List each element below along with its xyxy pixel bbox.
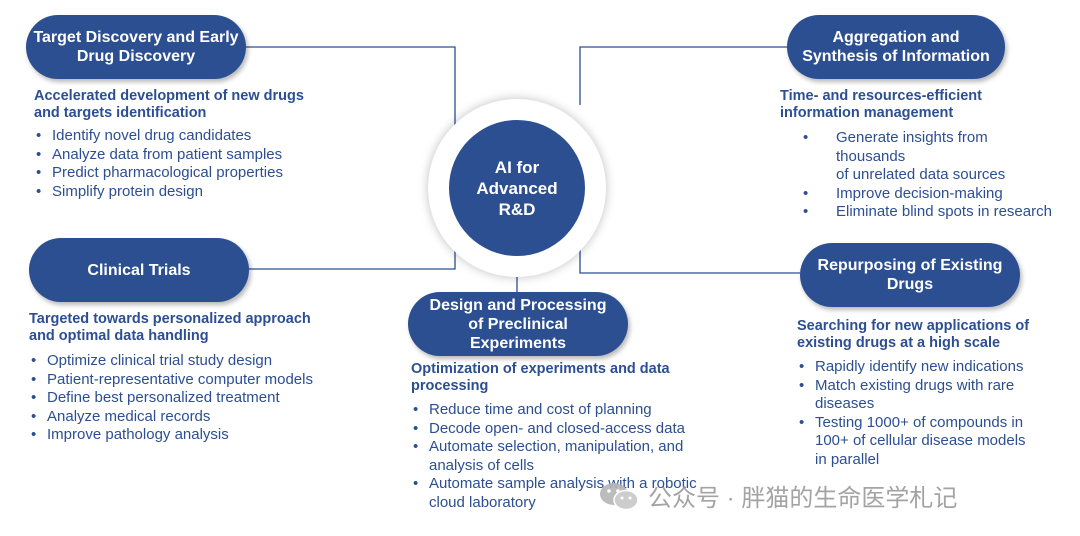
repurposing-list: Rapidly identify new indications Match e… bbox=[797, 358, 1067, 469]
repurposing-title: Repurposing of Existing Drugs bbox=[800, 243, 1020, 307]
target-discovery-title: Target Discovery and Early Drug Discover… bbox=[26, 15, 246, 79]
list-item: Improve decision-making bbox=[800, 185, 1070, 204]
list-item: Generate insights from thousands of unre… bbox=[800, 129, 1070, 185]
list-item: Define best personalized treatment bbox=[29, 389, 349, 408]
target-discovery-list: Identify novel drug candidates Analyze d… bbox=[34, 127, 334, 201]
connector-repurposing bbox=[579, 240, 800, 274]
aggregation-title: Aggregation and Synthesis of Information bbox=[787, 15, 1005, 79]
connector-clinical-trials bbox=[248, 232, 456, 270]
list-item: Analyze medical records bbox=[29, 408, 349, 427]
preclinical-title: Design and Processing of Preclinical Exp… bbox=[408, 292, 628, 356]
list-item: Simplify protein design bbox=[34, 183, 334, 202]
watermark-text: 公众号 · 胖猫的生命医学札记 bbox=[648, 485, 958, 512]
repurposing-subtitle: Searching for new applications of existi… bbox=[797, 318, 1030, 351]
list-item: Optimize clinical trial study design bbox=[29, 352, 349, 371]
list-item: Testing 1000+ of compounds in 100+ of ce… bbox=[797, 414, 1067, 470]
clinical-trials-subtitle: Targeted towards personalized approach a… bbox=[29, 311, 311, 344]
list-item: Automate selection, manipulation, and an… bbox=[411, 438, 721, 475]
list-item: Automate sample analysis with a robotic … bbox=[411, 475, 721, 512]
list-item: Predict pharmacological properties bbox=[34, 164, 334, 183]
aggregation-subtitle: Time- and resources-efficient informatio… bbox=[780, 88, 982, 121]
list-item: Analyze data from patient samples bbox=[34, 146, 334, 165]
list-item: Rapidly identify new indications bbox=[797, 358, 1067, 377]
watermark: 公众号 · 胖猫的生命医学札记 bbox=[598, 478, 957, 513]
preclinical-list: Reduce time and cost of planning Decode … bbox=[411, 401, 721, 512]
aggregation-list: Generate insights from thousands of unre… bbox=[800, 129, 1070, 222]
preclinical-subtitle: Optimization of experiments and data pro… bbox=[411, 361, 670, 394]
list-item: Identify novel drug candidates bbox=[34, 127, 334, 146]
list-item: Improve pathology analysis bbox=[29, 426, 349, 445]
list-item: Match existing drugs with rare diseases bbox=[797, 377, 1067, 414]
connector-aggregation bbox=[579, 46, 788, 105]
list-item: Reduce time and cost of planning bbox=[411, 401, 721, 420]
list-item: Patient-representative computer models bbox=[29, 371, 349, 390]
clinical-trials-list: Optimize clinical trial study design Pat… bbox=[29, 352, 349, 445]
target-discovery-subtitle: Accelerated development of new drugs and… bbox=[34, 88, 304, 121]
wechat-icon bbox=[600, 482, 639, 510]
list-item: Eliminate blind spots in research bbox=[800, 203, 1070, 222]
clinical-trials-title: Clinical Trials bbox=[29, 238, 249, 302]
center-hub: AI for Advanced R&D bbox=[449, 120, 585, 256]
list-item: Decode open- and closed-access data bbox=[411, 420, 721, 439]
